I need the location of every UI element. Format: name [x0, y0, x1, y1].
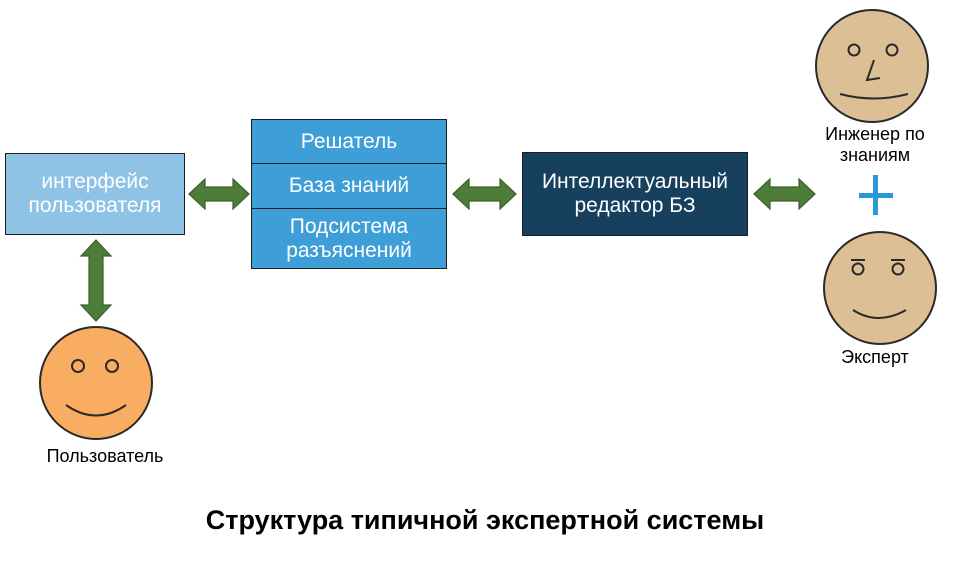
knowledge-engineer-label-line1: Инженер по [825, 124, 925, 144]
user-interface-label-line1: интерфейс [41, 169, 149, 193]
solver-stack: Решатель База знаний Подсистема разъясне… [251, 119, 447, 269]
user-label: Пользователь [46, 446, 164, 466]
expert-face-icon [823, 231, 937, 345]
explanation-subsystem-label-line1: Подсистема [289, 215, 409, 239]
kb-editor-label-line1: Интеллектуальный [541, 169, 729, 193]
knowledge-engineer-face-icon [815, 9, 929, 123]
explanation-subsystem-block: Подсистема разъяснений [252, 209, 446, 268]
expert-label: Эксперт [841, 347, 909, 367]
double-arrow-ui-user [79, 239, 113, 322]
user-interface-box: интерфейс пользователя [5, 153, 185, 235]
double-arrow-ui-solver [188, 177, 250, 211]
user-face-icon [39, 326, 153, 440]
plus-icon [859, 175, 893, 215]
knowledge-base-label: База знаний [288, 174, 410, 198]
user-interface-label-line2: пользователя [28, 194, 162, 217]
double-arrow-editor-experts [753, 177, 816, 211]
kb-editor-label-line2: редактор БЗ [574, 194, 696, 217]
double-arrow-solver-editor [452, 177, 517, 211]
knowledge-engineer-label: Инженер по знаниям [795, 124, 955, 165]
diagram-title: Структура типичной экспертной системы [205, 505, 765, 535]
knowledge-base-block: База знаний [252, 164, 446, 209]
knowledge-engineer-label-line2: знаниям [839, 144, 911, 165]
solver-block: Решатель [252, 120, 446, 164]
kb-editor-box: Интеллектуальный редактор БЗ [522, 152, 748, 236]
solver-label: Решатель [300, 129, 398, 153]
explanation-subsystem-label-line2: разъяснений [286, 238, 412, 262]
